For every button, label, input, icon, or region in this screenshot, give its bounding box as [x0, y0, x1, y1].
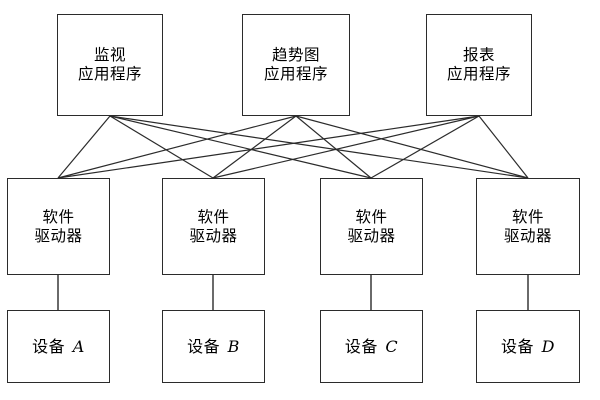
node-drv3[interactable]: 软件 驱动器 — [320, 178, 423, 275]
node-drv1[interactable]: 软件 驱动器 — [7, 178, 110, 275]
device-identifier-dev3: C — [385, 336, 399, 356]
connector-app2-to-drv4 — [295, 115, 529, 179]
connector-app2-to-drv3 — [295, 115, 372, 179]
node-drv4[interactable]: 软件 驱动器 — [476, 178, 580, 275]
node-label-drv2: 软件 驱动器 — [189, 207, 238, 245]
node-label-dev4: 设备 D — [501, 336, 555, 356]
driver-to-device-connectors — [57, 275, 529, 310]
connector-app3-to-drv3 — [370, 115, 480, 179]
connector-app1-to-drv2 — [109, 115, 214, 179]
node-app3[interactable]: 报表 应用程序 — [426, 14, 532, 116]
node-label-dev2: 设备 B — [187, 336, 240, 356]
node-label-dev1: 设备 A — [32, 336, 85, 356]
node-drv2[interactable]: 软件 驱动器 — [162, 178, 265, 275]
device-identifier-dev4: D — [541, 336, 555, 356]
node-label-drv1: 软件 驱动器 — [34, 207, 83, 245]
node-dev4[interactable]: 设备 D — [476, 310, 580, 383]
node-label-app2: 趋势图 应用程序 — [263, 46, 328, 83]
app-to-driver-connectors — [57, 115, 529, 179]
node-label-app3: 报表 应用程序 — [446, 46, 511, 83]
connector-app3-to-drv4 — [478, 115, 529, 179]
connector-app3-to-drv2 — [212, 115, 480, 179]
connector-app1-to-drv4 — [109, 115, 529, 179]
node-dev1[interactable]: 设备 A — [7, 310, 110, 383]
connector-app2-to-drv1 — [57, 115, 297, 179]
connector-app2-to-drv2 — [212, 115, 297, 179]
node-label-drv3: 软件 驱动器 — [347, 207, 396, 245]
connector-app1-to-drv1 — [57, 115, 111, 179]
device-identifier-dev2: B — [227, 336, 240, 356]
node-label-drv4: 软件 驱动器 — [503, 207, 552, 245]
connector-app3-to-drv1 — [57, 115, 480, 179]
device-identifier-dev1: A — [72, 336, 85, 356]
node-app1[interactable]: 监视 应用程序 — [57, 14, 163, 116]
node-app2[interactable]: 趋势图 应用程序 — [242, 14, 350, 116]
connector-app1-to-drv3 — [109, 115, 372, 179]
node-dev3[interactable]: 设备 C — [320, 310, 423, 383]
node-label-app1: 监视 应用程序 — [77, 46, 142, 83]
node-label-dev3: 设备 C — [344, 336, 399, 356]
node-dev2[interactable]: 设备 B — [162, 310, 265, 383]
